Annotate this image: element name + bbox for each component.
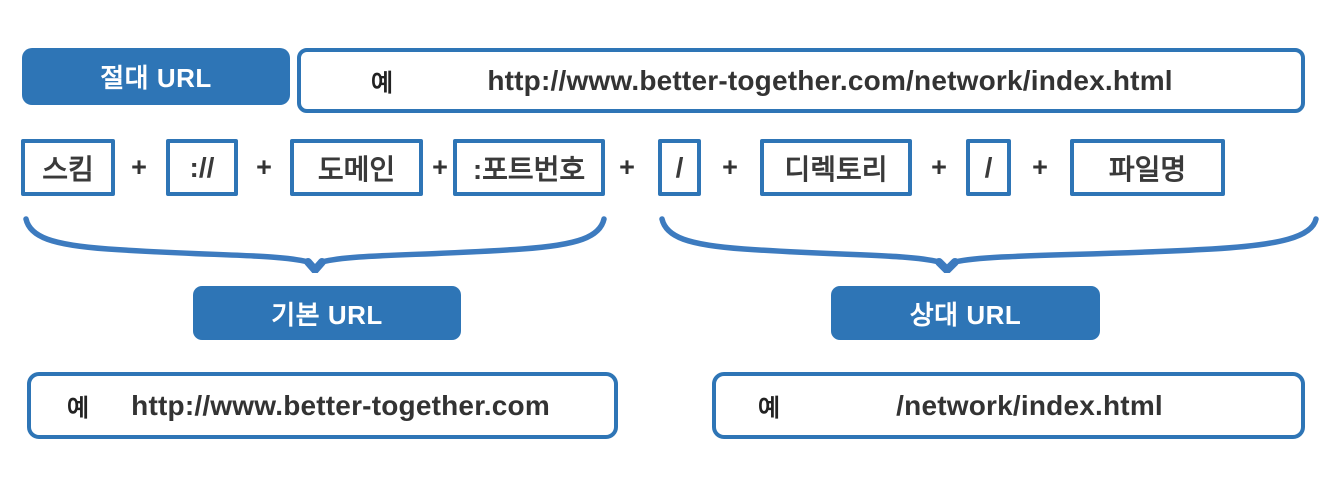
part-box-scheme: 스킴 xyxy=(21,139,115,196)
plus-separator: + xyxy=(619,152,635,182)
example-marker: 예 xyxy=(67,395,90,422)
part-box-filename: 파일명 xyxy=(1070,139,1225,196)
relative-url-example-text: /network/index.html xyxy=(896,389,1163,421)
absolute-url-badge: 절대 URL xyxy=(22,48,290,105)
absolute-url-example-text: http://www.better-together.com/network/i… xyxy=(487,64,1173,96)
part-box-colon-slashes: :// xyxy=(166,139,238,196)
plus-separator: + xyxy=(432,152,448,182)
plus-separator: + xyxy=(256,152,272,182)
base-url-brace xyxy=(23,216,607,273)
absolute-url-example-box: 예 http://www.better-together.com/network… xyxy=(297,48,1305,113)
example-marker: 예 xyxy=(371,70,394,97)
base-url-example-text: http://www.better-together.com xyxy=(131,389,550,421)
part-box-port: :포트번호 xyxy=(453,139,605,196)
plus-separator: + xyxy=(931,152,947,182)
relative-url-brace xyxy=(659,216,1319,273)
part-box-slash: / xyxy=(658,139,701,196)
part-box-domain: 도메인 xyxy=(290,139,423,196)
relative-url-badge: 상대 URL xyxy=(831,286,1100,340)
part-box-directory: 디렉토리 xyxy=(760,139,912,196)
part-box-slash: / xyxy=(966,139,1011,196)
base-url-example-box: 예 http://www.better-together.com xyxy=(27,372,618,439)
plus-separator: + xyxy=(1032,152,1048,182)
base-url-badge: 기본 URL xyxy=(193,286,461,340)
plus-separator: + xyxy=(131,152,147,182)
relative-url-example-box: 예 /network/index.html xyxy=(712,372,1305,439)
plus-separator: + xyxy=(722,152,738,182)
example-marker: 예 xyxy=(758,395,781,422)
